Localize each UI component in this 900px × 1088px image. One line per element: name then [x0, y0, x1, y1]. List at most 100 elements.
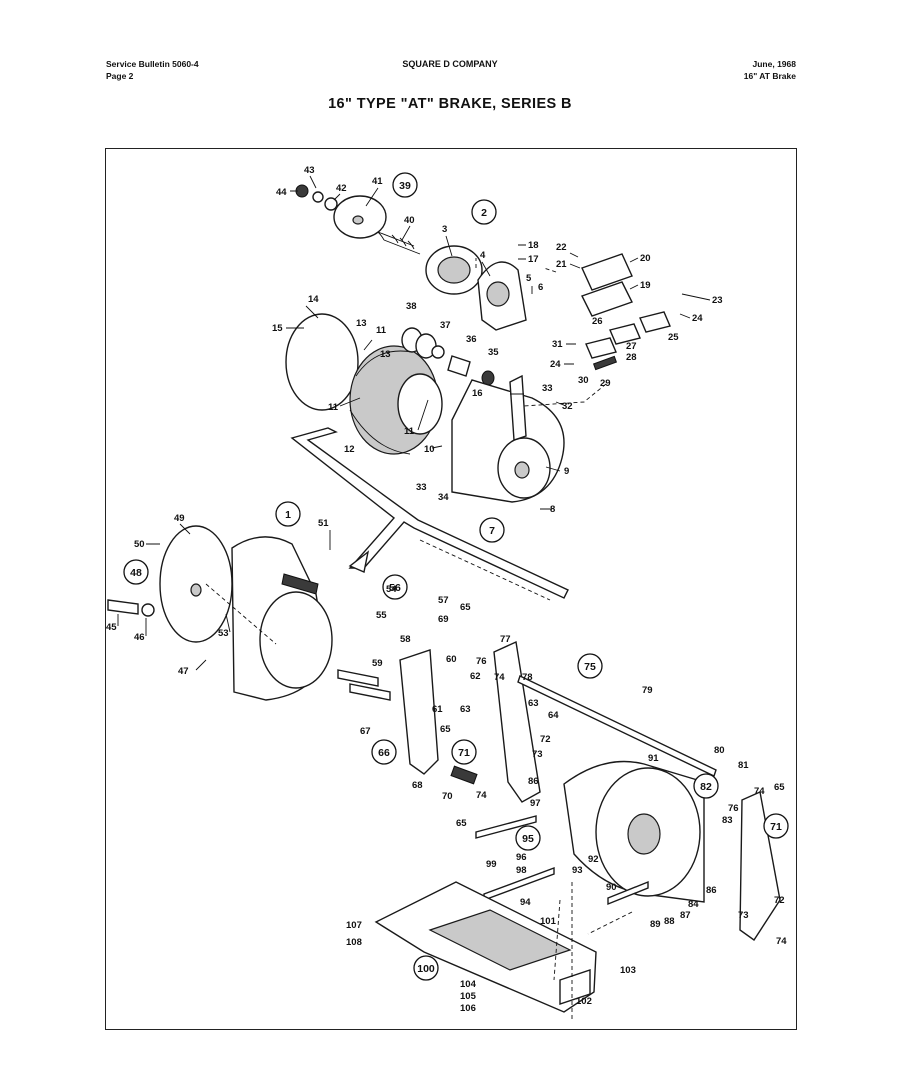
part-label: 90: [606, 882, 617, 893]
group-label: 100: [413, 955, 439, 981]
part-label: 74: [776, 936, 787, 947]
part-label: 51: [318, 518, 329, 529]
svg-text:2: 2: [481, 207, 487, 219]
group-label: 71: [763, 813, 789, 839]
part-label: 68: [412, 780, 423, 791]
group-label: 56: [382, 574, 408, 600]
motor-housing: [159, 525, 333, 701]
housing-9: [451, 374, 565, 503]
part-label: 93: [572, 865, 583, 876]
part-label: 102: [576, 996, 592, 1007]
part-label: 76: [728, 803, 739, 814]
part-label: 10: [424, 444, 435, 455]
svg-text:71: 71: [770, 821, 782, 833]
header-right: June, 1968 16" AT Brake: [744, 58, 796, 82]
part-label: 38: [406, 301, 417, 312]
group-label: 1: [275, 501, 301, 527]
part-label: 9: [564, 466, 569, 477]
part-label: 91: [648, 753, 659, 764]
part-label: 23: [712, 295, 723, 306]
bulletin-number: Service Bulletin 5060-4: [106, 59, 199, 69]
part-label: 107: [346, 920, 362, 931]
part-label: 73: [532, 749, 543, 760]
part-label: 67: [360, 726, 371, 737]
part-label: 17: [528, 254, 539, 265]
nut-washer-assembly: [295, 184, 387, 239]
group-label: 75: [577, 653, 603, 679]
part-label: 13: [356, 318, 367, 329]
group-label: 48: [123, 559, 149, 585]
part-label: 15: [272, 323, 283, 334]
friction-disc-14: [285, 313, 359, 411]
part-label: 6: [538, 282, 543, 293]
part-label: 80: [714, 745, 725, 756]
arm-66: [399, 649, 439, 775]
part-label: 29: [600, 378, 611, 389]
part-label: 65: [440, 724, 451, 735]
part-label: 46: [134, 632, 145, 643]
part-label: 84: [688, 899, 699, 910]
svg-text:56: 56: [389, 582, 401, 594]
part-label: 69: [438, 614, 449, 625]
part-label: 50: [134, 539, 145, 550]
svg-text:82: 82: [700, 781, 712, 793]
part-label: 20: [640, 253, 651, 264]
part-label: 26: [592, 316, 603, 327]
group-label: 2: [471, 199, 497, 225]
part-label: 14: [308, 294, 319, 305]
part-label: 72: [774, 895, 785, 906]
part-label: 30: [578, 375, 589, 386]
group-label: 71: [451, 739, 477, 765]
part-label: 65: [774, 782, 785, 793]
bolt-45: [107, 599, 155, 617]
part-label: 58: [400, 634, 411, 645]
part-label: 59: [372, 658, 383, 669]
part-label: 8: [550, 504, 555, 515]
part-label: 33: [416, 482, 427, 493]
part-label: 45: [106, 622, 117, 633]
part-label: 76: [476, 656, 487, 667]
part-label: 99: [486, 859, 497, 870]
part-label: 103: [620, 965, 636, 976]
part-label: 83: [722, 815, 733, 826]
coil-12: [349, 345, 443, 455]
lever-rod: [290, 427, 569, 599]
part-label: 60: [446, 654, 457, 665]
part-label: 74: [476, 790, 487, 801]
part-label: 24: [692, 313, 703, 324]
part-label: 63: [528, 698, 539, 709]
cover-plates: [581, 253, 633, 317]
part-label: 55: [376, 610, 387, 621]
arm-71-right: [739, 790, 781, 941]
springs-40: [377, 231, 421, 255]
part-label: 37: [440, 320, 451, 331]
svg-text:71: 71: [458, 747, 470, 759]
part-label: 24: [550, 359, 561, 370]
header-left: Service Bulletin 5060-4 Page 2: [106, 58, 199, 82]
part-labels: 44 43 42 41 40 3 18 17 4 5 6 22 21 20 19…: [106, 165, 787, 1014]
part-label: 96: [516, 852, 527, 863]
part-label: 3: [442, 224, 447, 235]
part-label: 43: [304, 165, 315, 176]
part-label: 35: [488, 347, 499, 358]
part-label: 79: [642, 685, 653, 696]
part-label: 40: [404, 215, 415, 226]
part-label: 65: [456, 818, 467, 829]
pins-52: [337, 669, 391, 701]
part-label: 28: [626, 352, 637, 363]
part-label: 78: [522, 672, 533, 683]
spring-70: [450, 765, 478, 785]
part-label: 22: [556, 242, 567, 253]
part-label: 72: [540, 734, 551, 745]
part-label: 106: [460, 1003, 476, 1014]
part-label: 4: [480, 250, 486, 261]
part-label: 73: [738, 910, 749, 921]
base-100: [374, 881, 597, 1013]
part-label: 11: [404, 426, 415, 437]
svg-text:95: 95: [522, 833, 534, 845]
part-label: 44: [276, 187, 287, 198]
diagram-frame: [105, 148, 797, 1030]
part-label: 81: [738, 760, 749, 771]
part-label: 11: [376, 325, 387, 336]
